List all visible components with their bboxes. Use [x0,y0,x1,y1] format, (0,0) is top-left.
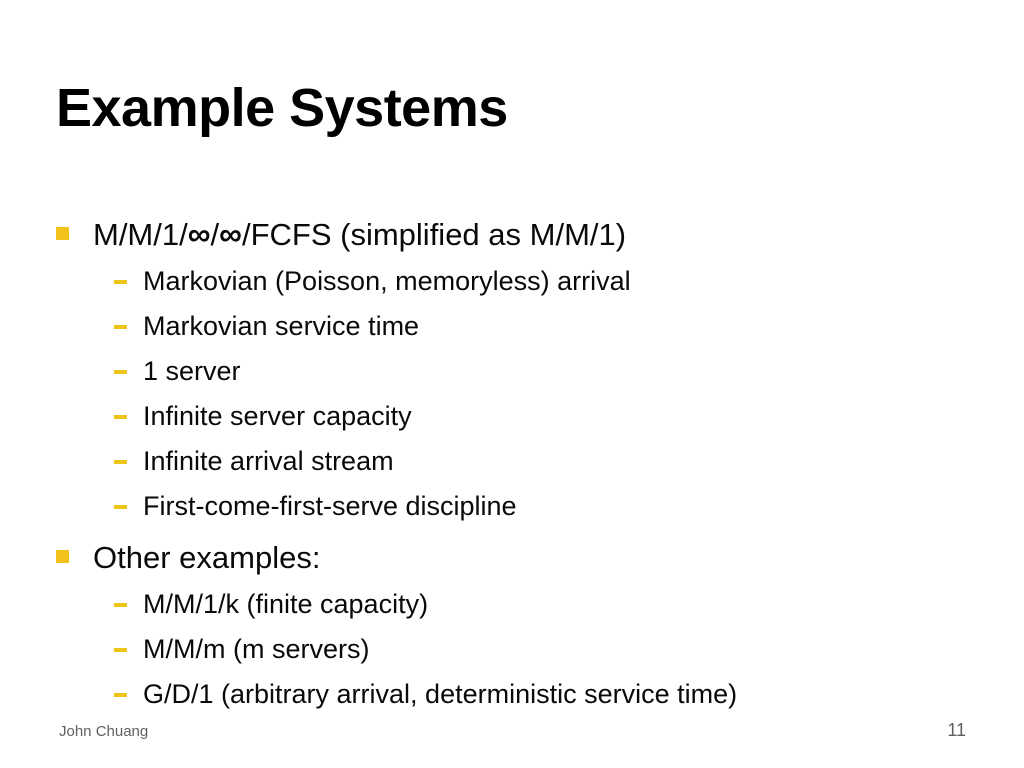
list-item: Other examples: [56,535,986,580]
text-segment-after: /FCFS (simplified as M/M/1) [241,217,627,252]
infinity-icon: ∞ [219,216,242,252]
list-item-label: M/M/1/k (finite capacity) [143,589,429,619]
list-item: Infinite arrival stream [114,439,986,484]
bullet-dash-icon [114,370,127,374]
text-segment-mid: / [210,217,220,252]
bullet-dash-icon [114,505,127,509]
list-item-label: Infinite server capacity [143,401,412,431]
list-item: First-come-first-serve discipline [114,484,986,529]
bullet-list: M/M/1/∞/∞/FCFS (simplified as M/M/1) Mar… [56,212,986,717]
bullet-dash-icon [114,603,127,607]
list-item-label: Other examples: [93,540,321,575]
bullet-square-icon [56,550,69,563]
list-item: M/M/m (m servers) [114,627,986,672]
infinity-icon: ∞ [187,216,211,252]
list-item-label: 1 server [143,356,241,386]
bullet-dash-icon [114,648,127,652]
list-item: M/M/1/k (finite capacity) [114,582,986,627]
page-title: Example Systems [56,78,508,138]
list-item-label: M/M/m (m servers) [143,634,370,664]
bullet-dash-icon [114,415,127,419]
bullet-dash-icon [114,280,127,284]
bullet-square-icon [56,227,69,240]
footer-author: John Chuang [59,723,149,740]
footer-page-number: 11 [947,720,966,740]
list-item: M/M/1/∞/∞/FCFS (simplified as M/M/1) [56,212,986,257]
list-item-label: Markovian service time [143,311,420,341]
list-item-label: Infinite arrival stream [143,446,394,476]
list-item: Markovian (Poisson, memoryless) arrival [114,259,986,304]
list-item: Infinite server capacity [114,394,986,439]
list-item-label: G/D/1 (arbitrary arrival, deterministic … [143,679,738,709]
bullet-dash-icon [114,693,127,697]
list-item-label: First-come-first-serve discipline [143,491,517,521]
list-item-label: Markovian (Poisson, memoryless) arrival [143,266,631,296]
bullet-dash-icon [114,460,127,464]
list-item: Markovian service time [114,304,986,349]
bullet-dash-icon [114,325,127,329]
text-segment-before: M/M/1/ [93,217,188,252]
list-item: 1 server [114,349,986,394]
list-item-label: M/M/1/∞/∞/FCFS (simplified as M/M/1) [93,212,626,257]
list-item: G/D/1 (arbitrary arrival, deterministic … [114,672,986,717]
